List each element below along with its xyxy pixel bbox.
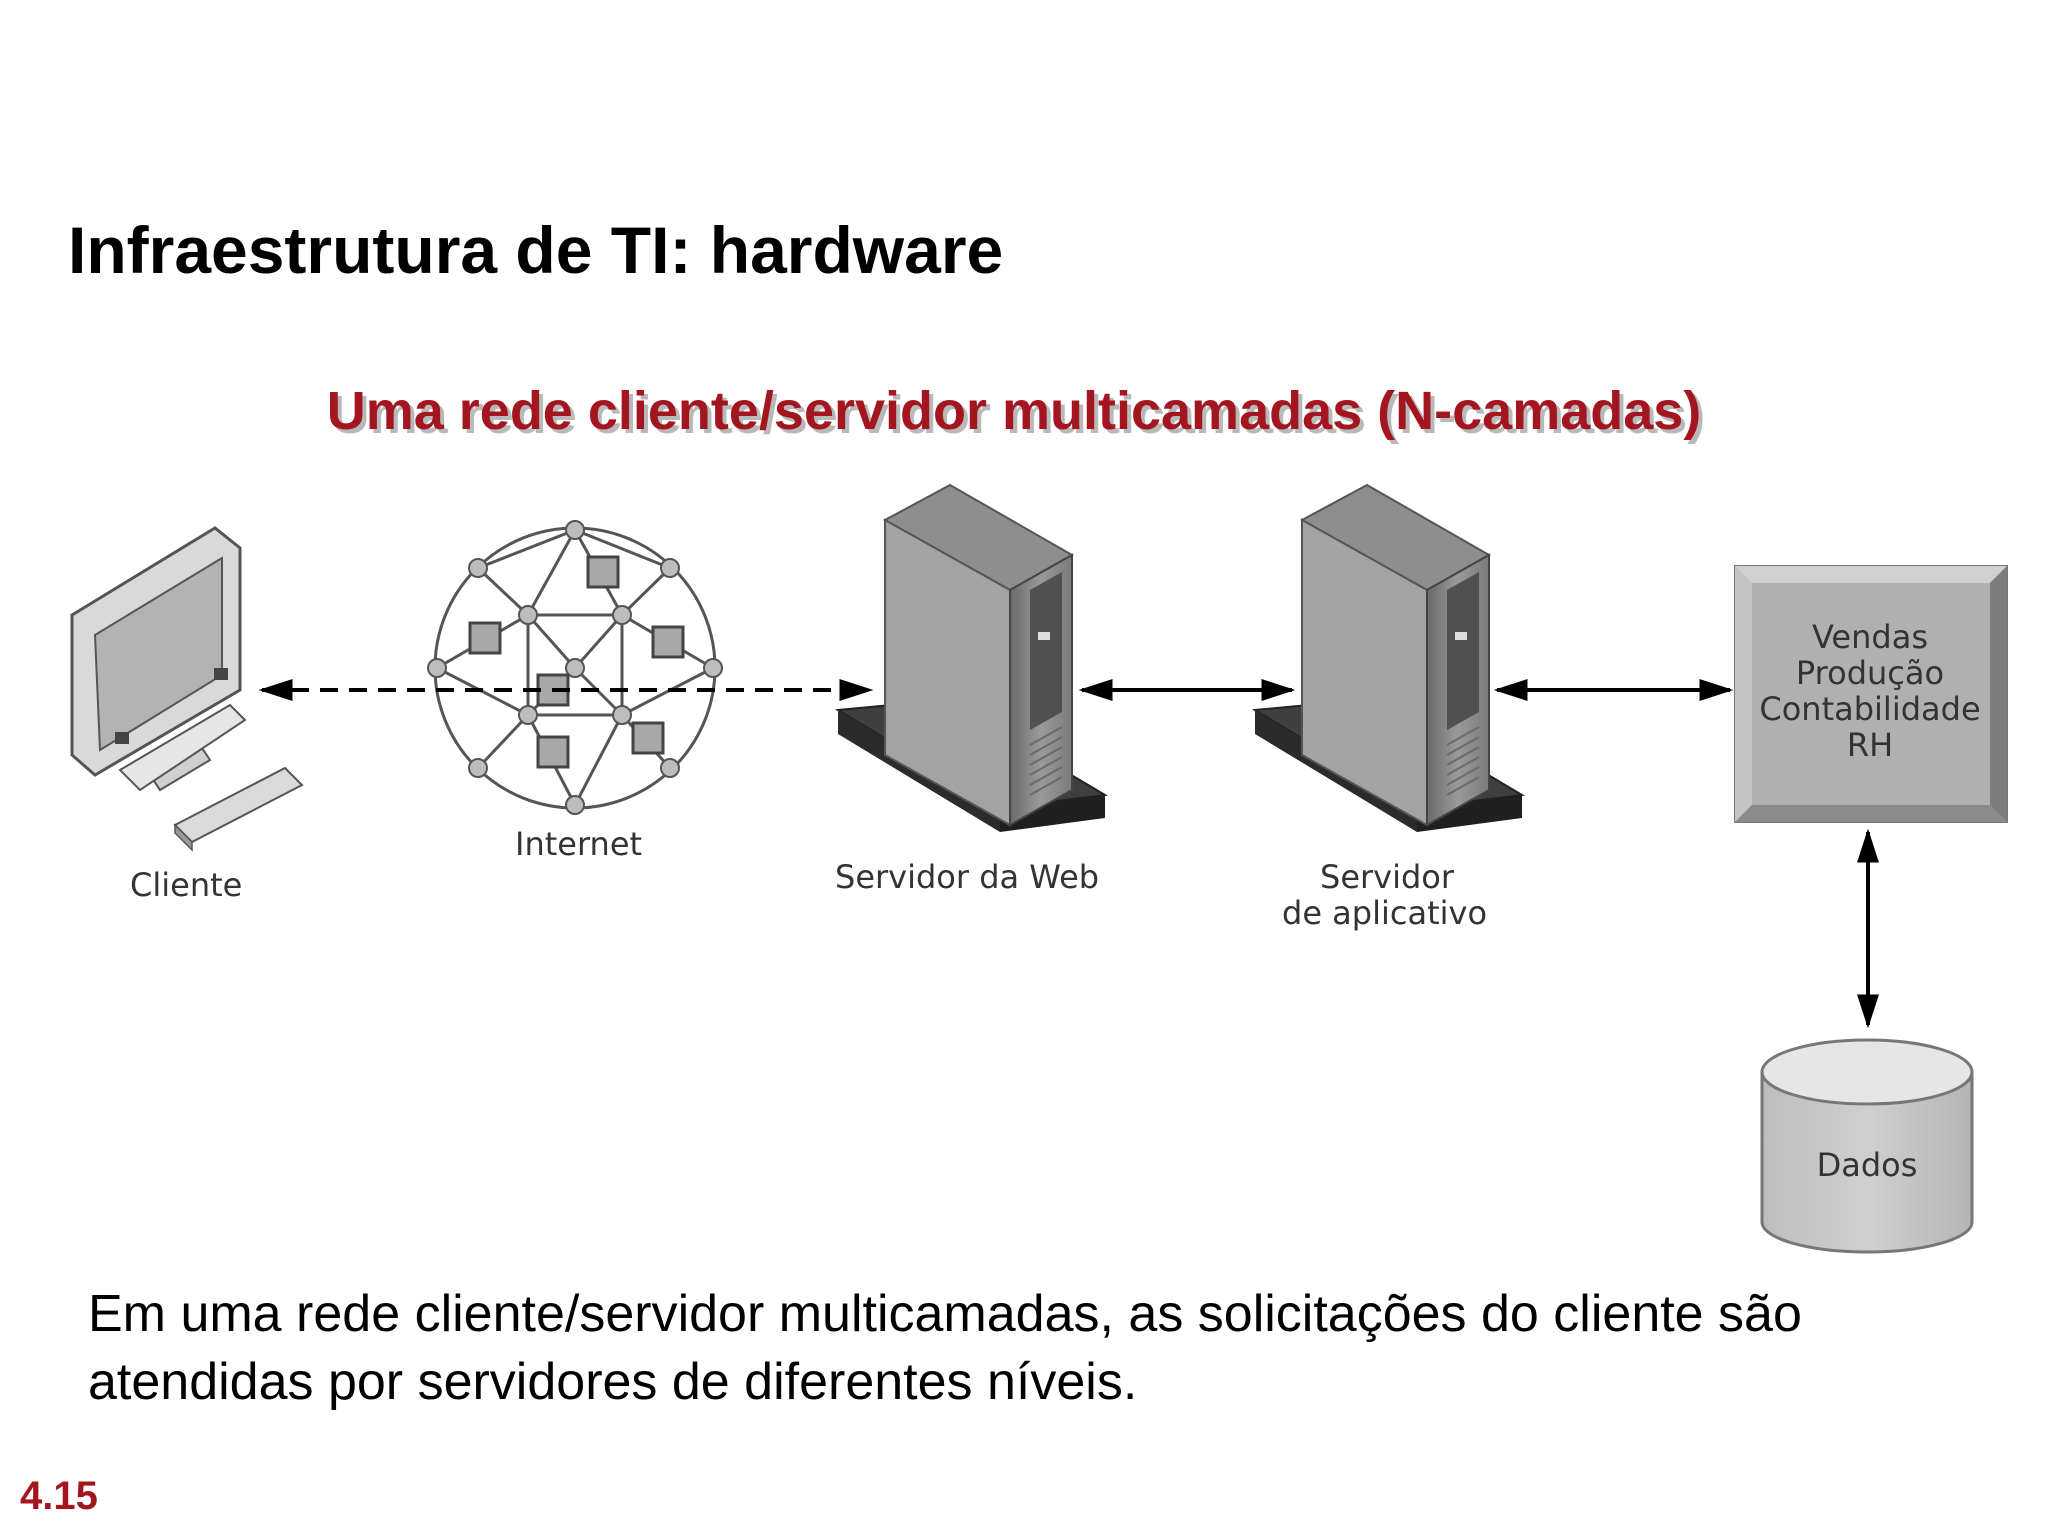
dept-contabilidade: Contabilidade [1759, 690, 1980, 728]
app-server-label-line1: Servidor [1320, 858, 1455, 896]
slide-title: Infraestrutura de TI: hardware [68, 213, 1004, 287]
app-server-label-line2: de aplicativo [1282, 894, 1487, 932]
slide-number: 4.15 [20, 1474, 98, 1518]
departments-box [1734, 565, 2008, 823]
internet-label: Internet [515, 825, 642, 863]
dept-vendas: Vendas [1812, 618, 1928, 656]
diagram-title: Uma rede cliente/servidor multicamadas (… [326, 381, 1702, 441]
network-nodes [427, 520, 723, 815]
dept-rh: RH [1847, 726, 1893, 764]
dept-producao: Produção [1796, 654, 1944, 692]
client-label: Cliente [130, 866, 242, 904]
web-server-tower-icon [834, 483, 1109, 832]
app-server-tower-icon [1251, 483, 1526, 832]
web-server-label: Servidor da Web [835, 858, 1099, 896]
caption-text: Em uma rede cliente/servidor multicamada… [88, 1285, 1802, 1411]
database-cylinder-icon [1760, 1038, 1974, 1254]
data-label: Dados [1817, 1146, 1918, 1184]
computer-monitor-icon [70, 526, 304, 852]
